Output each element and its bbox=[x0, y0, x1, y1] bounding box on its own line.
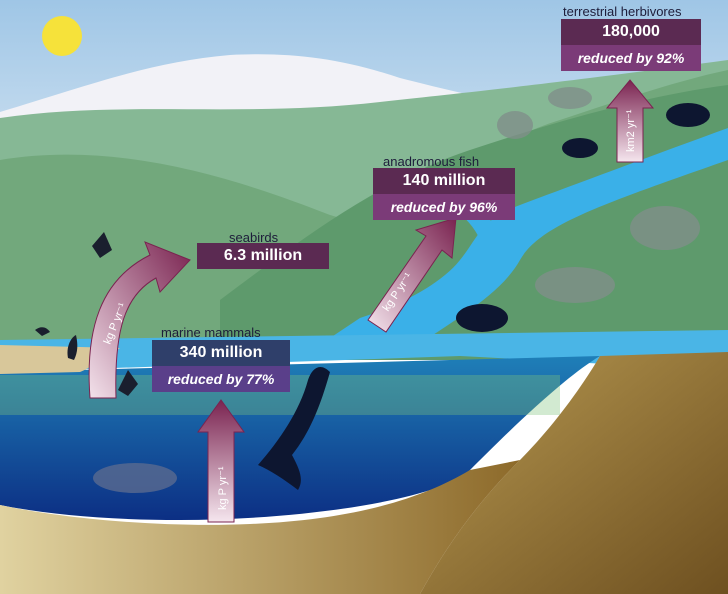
fish-reduction: reduced by 96% bbox=[373, 194, 515, 220]
terrestrial-arrow-unit: km2 yr⁻¹ bbox=[625, 109, 637, 152]
bird-icon bbox=[92, 232, 112, 258]
terrestrial-reduction: reduced by 92% bbox=[561, 45, 701, 71]
land-block bbox=[420, 352, 728, 594]
river bbox=[330, 128, 728, 344]
ground-sloth-icon bbox=[497, 111, 533, 139]
marine-arrow-unit: kg P yr⁻¹ bbox=[217, 466, 229, 510]
seabirds-arrow bbox=[88, 241, 191, 399]
marine-value: 340 million bbox=[152, 340, 290, 366]
bear-icon bbox=[456, 304, 508, 332]
sea-floor bbox=[0, 460, 520, 594]
terrestrial-title: terrestrial herbivores bbox=[563, 4, 682, 19]
terrestrial-arrow bbox=[605, 79, 655, 163]
terrestrial-value: 180,000 bbox=[561, 19, 701, 45]
glyptodon-icon bbox=[535, 267, 615, 303]
marine-reduction: reduced by 77% bbox=[152, 366, 290, 392]
marine-title: marine mammals bbox=[161, 325, 261, 340]
diving-bird-icon bbox=[118, 370, 138, 396]
whale-icon bbox=[93, 463, 177, 493]
humpback-whale-icon bbox=[258, 366, 330, 490]
rhino-icon bbox=[548, 87, 592, 109]
seabirds-title: seabirds bbox=[229, 230, 279, 245]
fish-title: anadromous fish bbox=[383, 154, 480, 169]
caribou-icon bbox=[562, 138, 598, 158]
marine-arrow bbox=[197, 399, 245, 523]
mammoth-icon bbox=[630, 206, 700, 250]
moose-icon bbox=[666, 103, 710, 127]
fish-value: 140 million bbox=[373, 168, 515, 194]
seabirds-value: 6.3 million bbox=[197, 243, 329, 269]
fish-arrow bbox=[367, 217, 457, 333]
sun-icon bbox=[42, 16, 82, 56]
cormorant-icon bbox=[67, 335, 78, 360]
small-bird-icon bbox=[35, 327, 50, 336]
